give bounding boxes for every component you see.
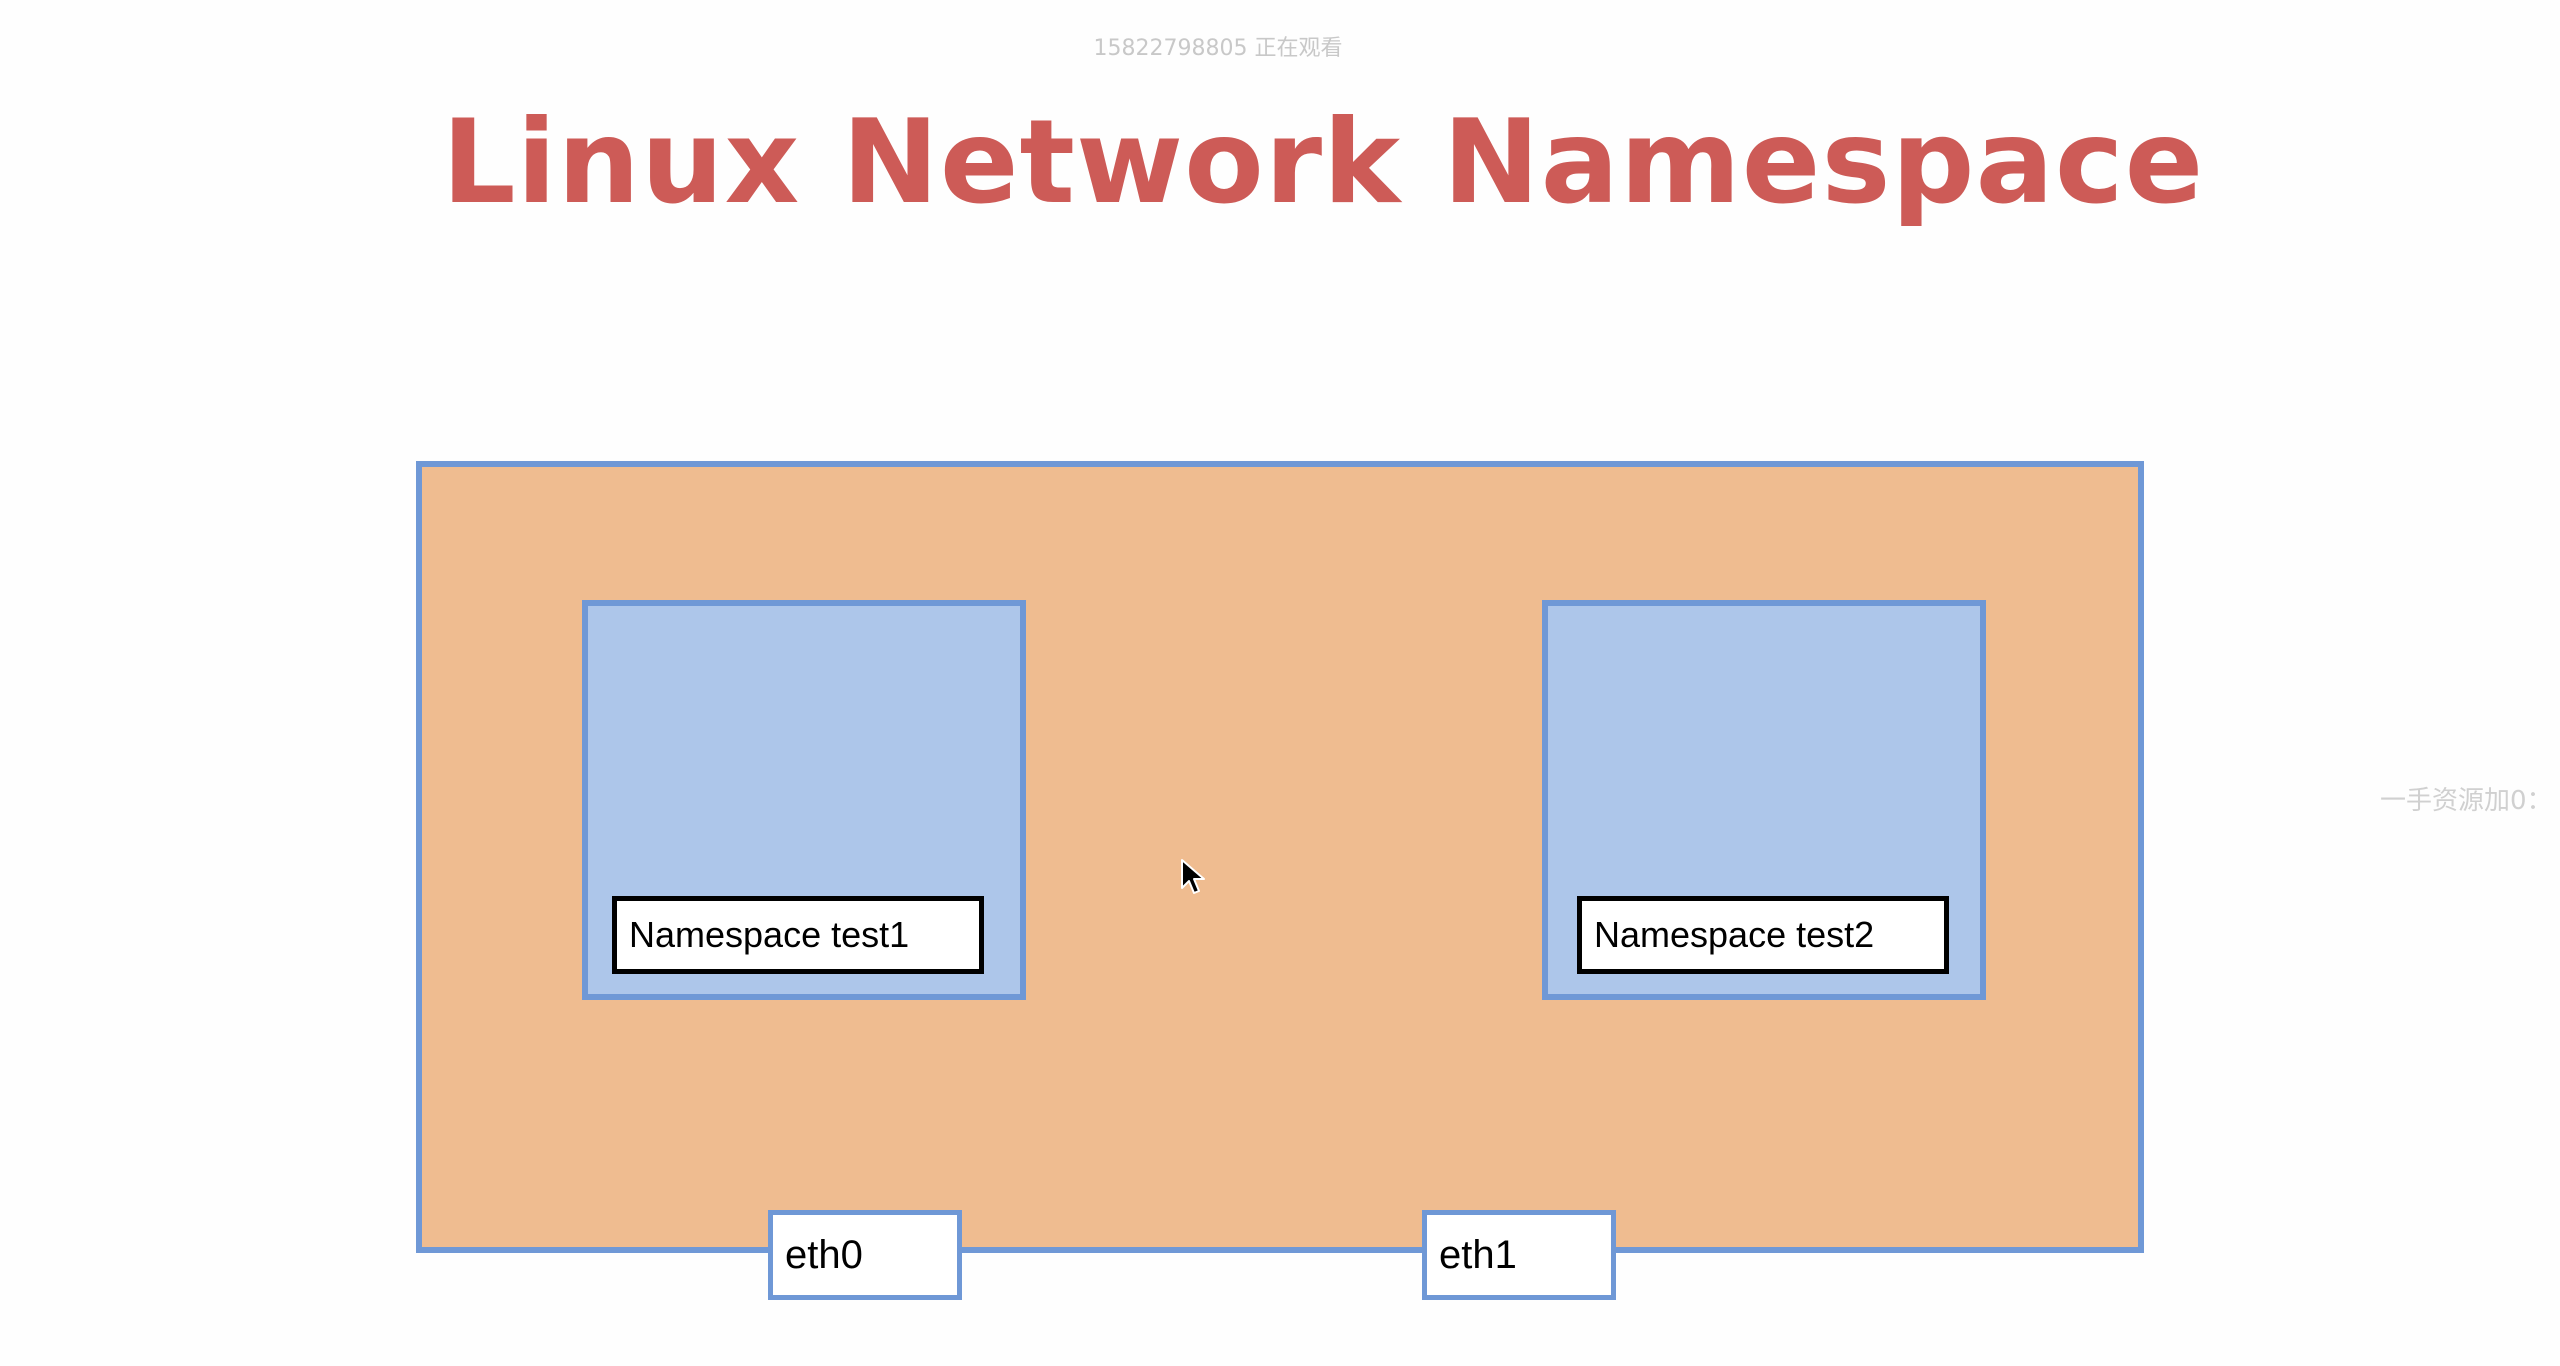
viewer-watermark: 15822798805 正在观看 bbox=[1093, 36, 1343, 61]
namespace-test1-label: Namespace test1 bbox=[612, 896, 984, 974]
interface-eth0: eth0 bbox=[768, 1210, 962, 1300]
side-watermark: 一手资源加0： bbox=[2380, 786, 2553, 816]
namespace-test2-label: Namespace test2 bbox=[1577, 896, 1949, 974]
mouse-pointer-icon bbox=[1181, 859, 1205, 894]
interface-eth1: eth1 bbox=[1422, 1210, 1616, 1300]
slide-title: Linux Network Namespace bbox=[441, 95, 2205, 230]
